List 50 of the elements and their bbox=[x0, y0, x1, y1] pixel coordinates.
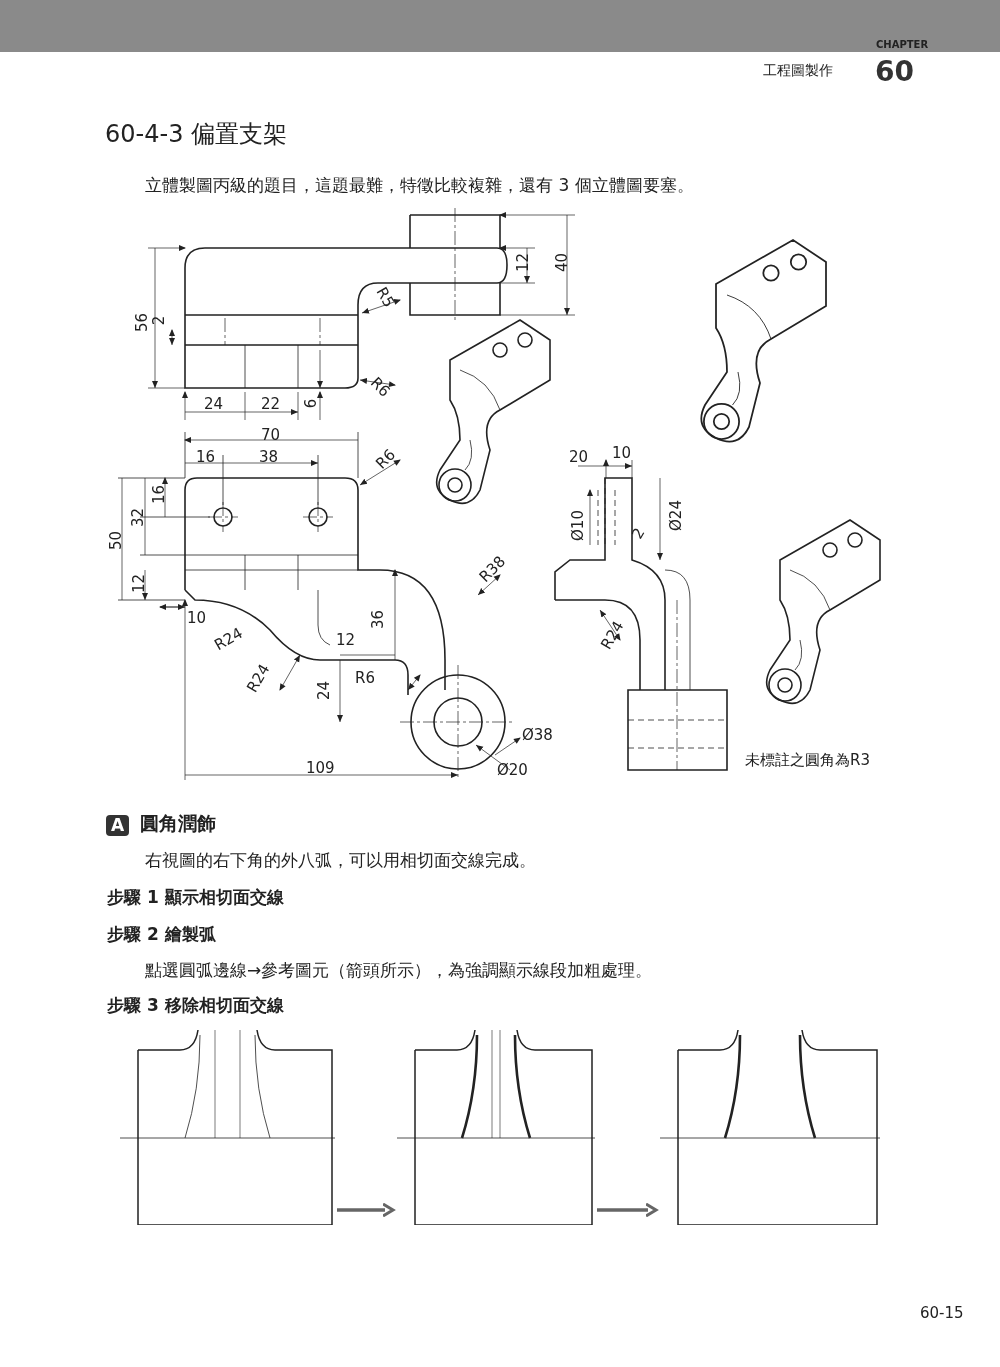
section-badge: A bbox=[106, 815, 130, 836]
step-heading: 步驟 2 繪製弧 bbox=[107, 926, 216, 943]
dimension-value: R6 bbox=[373, 447, 399, 472]
dimension-value: Ø24 bbox=[668, 500, 684, 531]
dimension-value: 56 bbox=[135, 312, 151, 333]
dimension-value: R24 bbox=[212, 625, 246, 654]
dimension-value: 70 bbox=[261, 428, 281, 443]
detail-view-drawing bbox=[660, 1030, 880, 1225]
body-text: 點選圓弧邊線→參考圖元（箭頭所示），為強調顯示線段加粗處理。 bbox=[145, 962, 653, 979]
step-heading: 步驟 3 移除相切面交線 bbox=[107, 997, 284, 1014]
detail-view-drawing bbox=[397, 1030, 595, 1225]
dimension-value: 12 bbox=[336, 633, 356, 648]
intro-text: 立體製圖丙級的題目，這題最難，特徵比較複雜，還有 3 個立體圖要塞。 bbox=[145, 177, 694, 194]
dimension-value: 12 bbox=[516, 252, 532, 273]
dimension-value: 16 bbox=[196, 450, 216, 465]
chapter-name: 工程圖製作 bbox=[763, 63, 833, 77]
dimension-value: 6 bbox=[304, 398, 320, 409]
page-title: 60-4-3 偏置支架 bbox=[105, 122, 288, 146]
dimension-value: 12 bbox=[132, 573, 148, 594]
dimension-value: 40 bbox=[555, 252, 571, 273]
detail-view-drawing bbox=[120, 1030, 335, 1225]
note-text: 未標註之圓角為R3 bbox=[745, 753, 870, 768]
dimension-value: 2 bbox=[629, 525, 648, 542]
page-number: 60-15 bbox=[920, 1306, 964, 1321]
step-heading: 步驟 1 顯示相切面交線 bbox=[107, 889, 284, 906]
dimension-value: R6 bbox=[367, 375, 393, 400]
dimension-value: Ø38 bbox=[522, 728, 553, 743]
dimension-value: 24 bbox=[204, 397, 224, 412]
dimension-value: 50 bbox=[109, 530, 125, 551]
dimension-value: Ø10 bbox=[570, 510, 586, 541]
dimension-value: 20 bbox=[569, 450, 589, 465]
dimension-value: R5 bbox=[373, 285, 397, 310]
dimension-value: 10 bbox=[187, 611, 207, 626]
dimension-value: 38 bbox=[259, 450, 279, 465]
section-heading: 圓角潤飾 bbox=[140, 814, 216, 833]
dimension-value: 32 bbox=[131, 507, 147, 528]
dimension-value: 16 bbox=[152, 484, 168, 505]
dimension-value: 109 bbox=[306, 761, 335, 776]
chapter-label: CHAPTER bbox=[876, 40, 929, 50]
dimension-value: R6 bbox=[355, 671, 375, 686]
dimension-value: 2 bbox=[152, 315, 168, 326]
arrow bbox=[337, 1202, 395, 1218]
dimension-value: 22 bbox=[261, 397, 281, 412]
dimension-value: 36 bbox=[371, 609, 387, 630]
chapter-number: 60 bbox=[875, 58, 914, 86]
dimension-value: 10 bbox=[612, 446, 632, 461]
dimension-value: 24 bbox=[317, 680, 333, 701]
arrow bbox=[597, 1202, 658, 1218]
body-text: 右視圖的右下角的外八弧，可以用相切面交線完成。 bbox=[145, 852, 536, 869]
dimension-value: Ø20 bbox=[497, 763, 528, 778]
